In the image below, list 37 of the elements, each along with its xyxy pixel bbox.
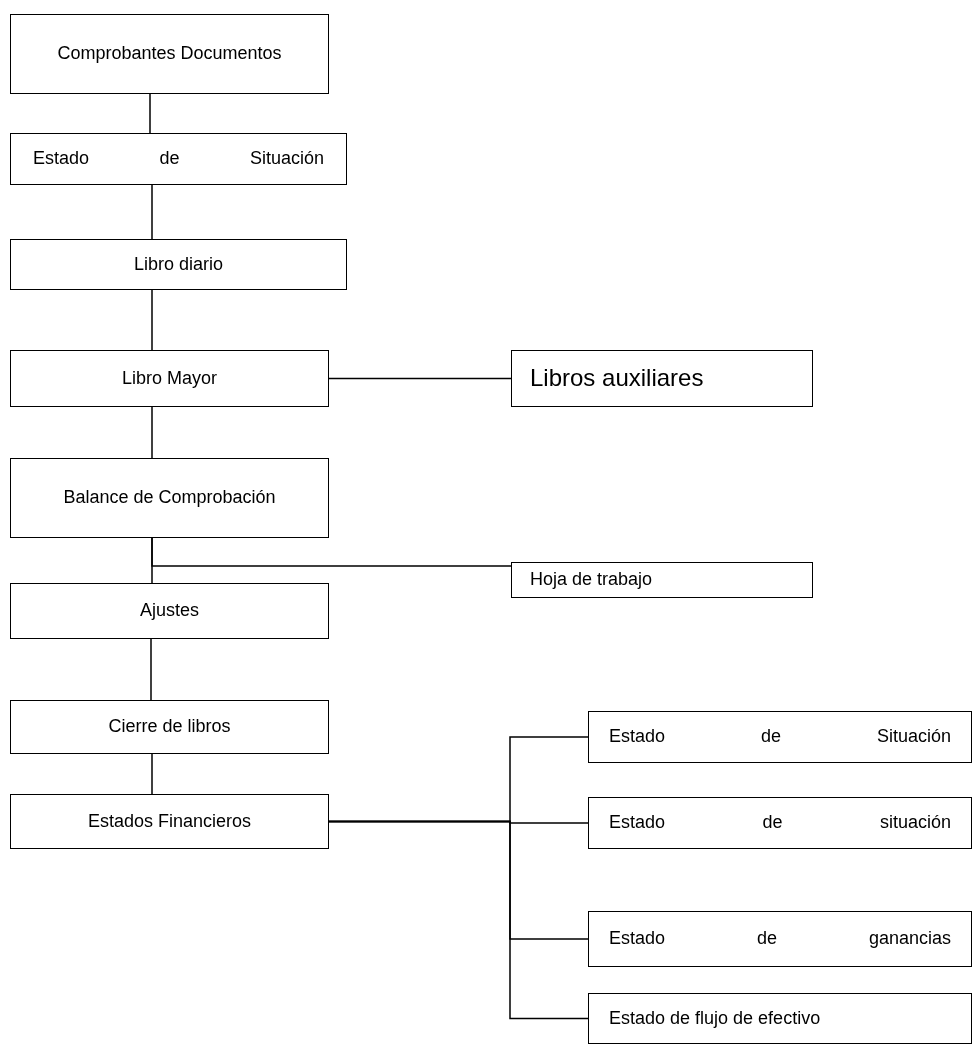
process-box (10, 133, 347, 185)
process-box (10, 583, 329, 639)
connector-line (328, 820, 589, 1020)
process-box (588, 911, 972, 967)
process-box (10, 350, 329, 407)
process-box (10, 794, 329, 849)
process-box (588, 993, 972, 1044)
box-label: Estado de Situación (609, 726, 951, 748)
box-label: Ajustes (139, 600, 200, 622)
connector-line (149, 93, 151, 134)
process-box (10, 239, 347, 290)
box-label: Estado de ganancias (609, 928, 951, 950)
box-label: Libro Mayor (120, 367, 218, 390)
process-box (588, 711, 972, 763)
process-box (511, 562, 813, 598)
connector-line (151, 406, 153, 459)
process-box (10, 14, 329, 94)
box-label: Estado de Situación (33, 148, 324, 170)
connector-line (150, 638, 152, 701)
connector-line (151, 753, 153, 795)
process-box (588, 797, 972, 849)
process-box (511, 350, 813, 407)
box-label: Balance de Comprobación (62, 487, 277, 509)
box-label: Libro diario (132, 253, 225, 276)
box-label: Estado de situación (609, 812, 951, 834)
box-label: Hoja de trabajo (530, 569, 654, 591)
box-label: Comprobantes Documentos (56, 43, 283, 65)
box-label: Libros auxiliares (530, 364, 705, 393)
box-label: Cierre de libros (107, 716, 232, 738)
box-label: Estados Financieros (86, 810, 253, 833)
connector-line (328, 377, 512, 380)
connector-line (151, 537, 512, 567)
connector-line (151, 184, 153, 240)
connector-line (151, 289, 153, 351)
box-label: Estado de flujo de efectivo (609, 1007, 822, 1030)
process-box (10, 458, 329, 538)
process-box (10, 700, 329, 754)
